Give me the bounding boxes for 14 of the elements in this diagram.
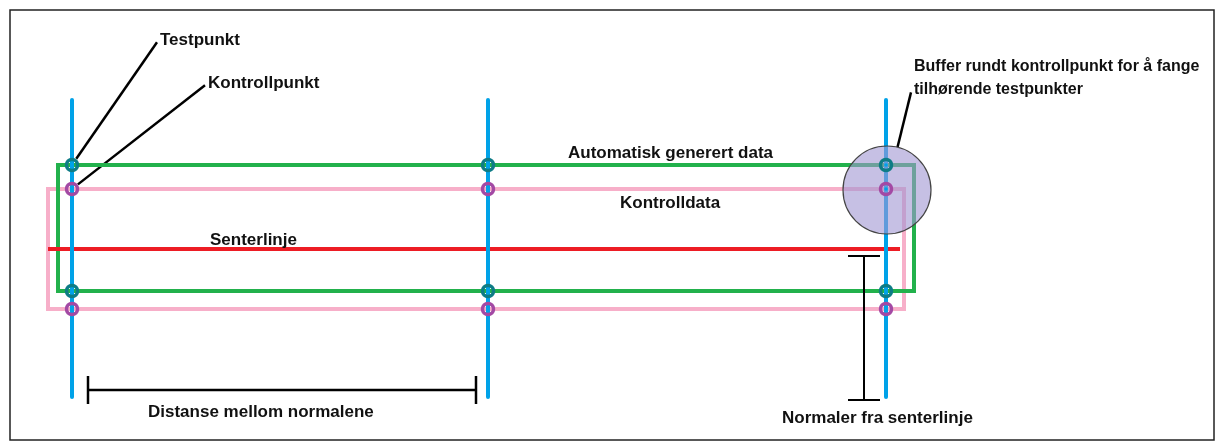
diagram-label: Distanse mellom normalene	[148, 401, 374, 423]
diagram-label: Automatisk generert data	[568, 142, 773, 164]
test-point-marker	[64, 157, 80, 173]
leader-line	[75, 41, 159, 160]
diagram-label: Kontrolldata	[620, 192, 721, 214]
control-point-marker	[64, 181, 80, 197]
diagram-label: Senterlinje	[210, 229, 297, 251]
leader-line	[896, 92, 913, 148]
buffer-circle	[842, 145, 932, 235]
callout-label: Testpunkt	[160, 29, 240, 51]
callout-label: Kontrollpunkt	[208, 72, 320, 94]
leader-line	[77, 84, 206, 186]
callout-label: Buffer rundt kontrollpunkt for å fange tilhørende testpunkter	[914, 54, 1214, 101]
diagram-label: Normaler fra senterlinje	[782, 407, 973, 429]
